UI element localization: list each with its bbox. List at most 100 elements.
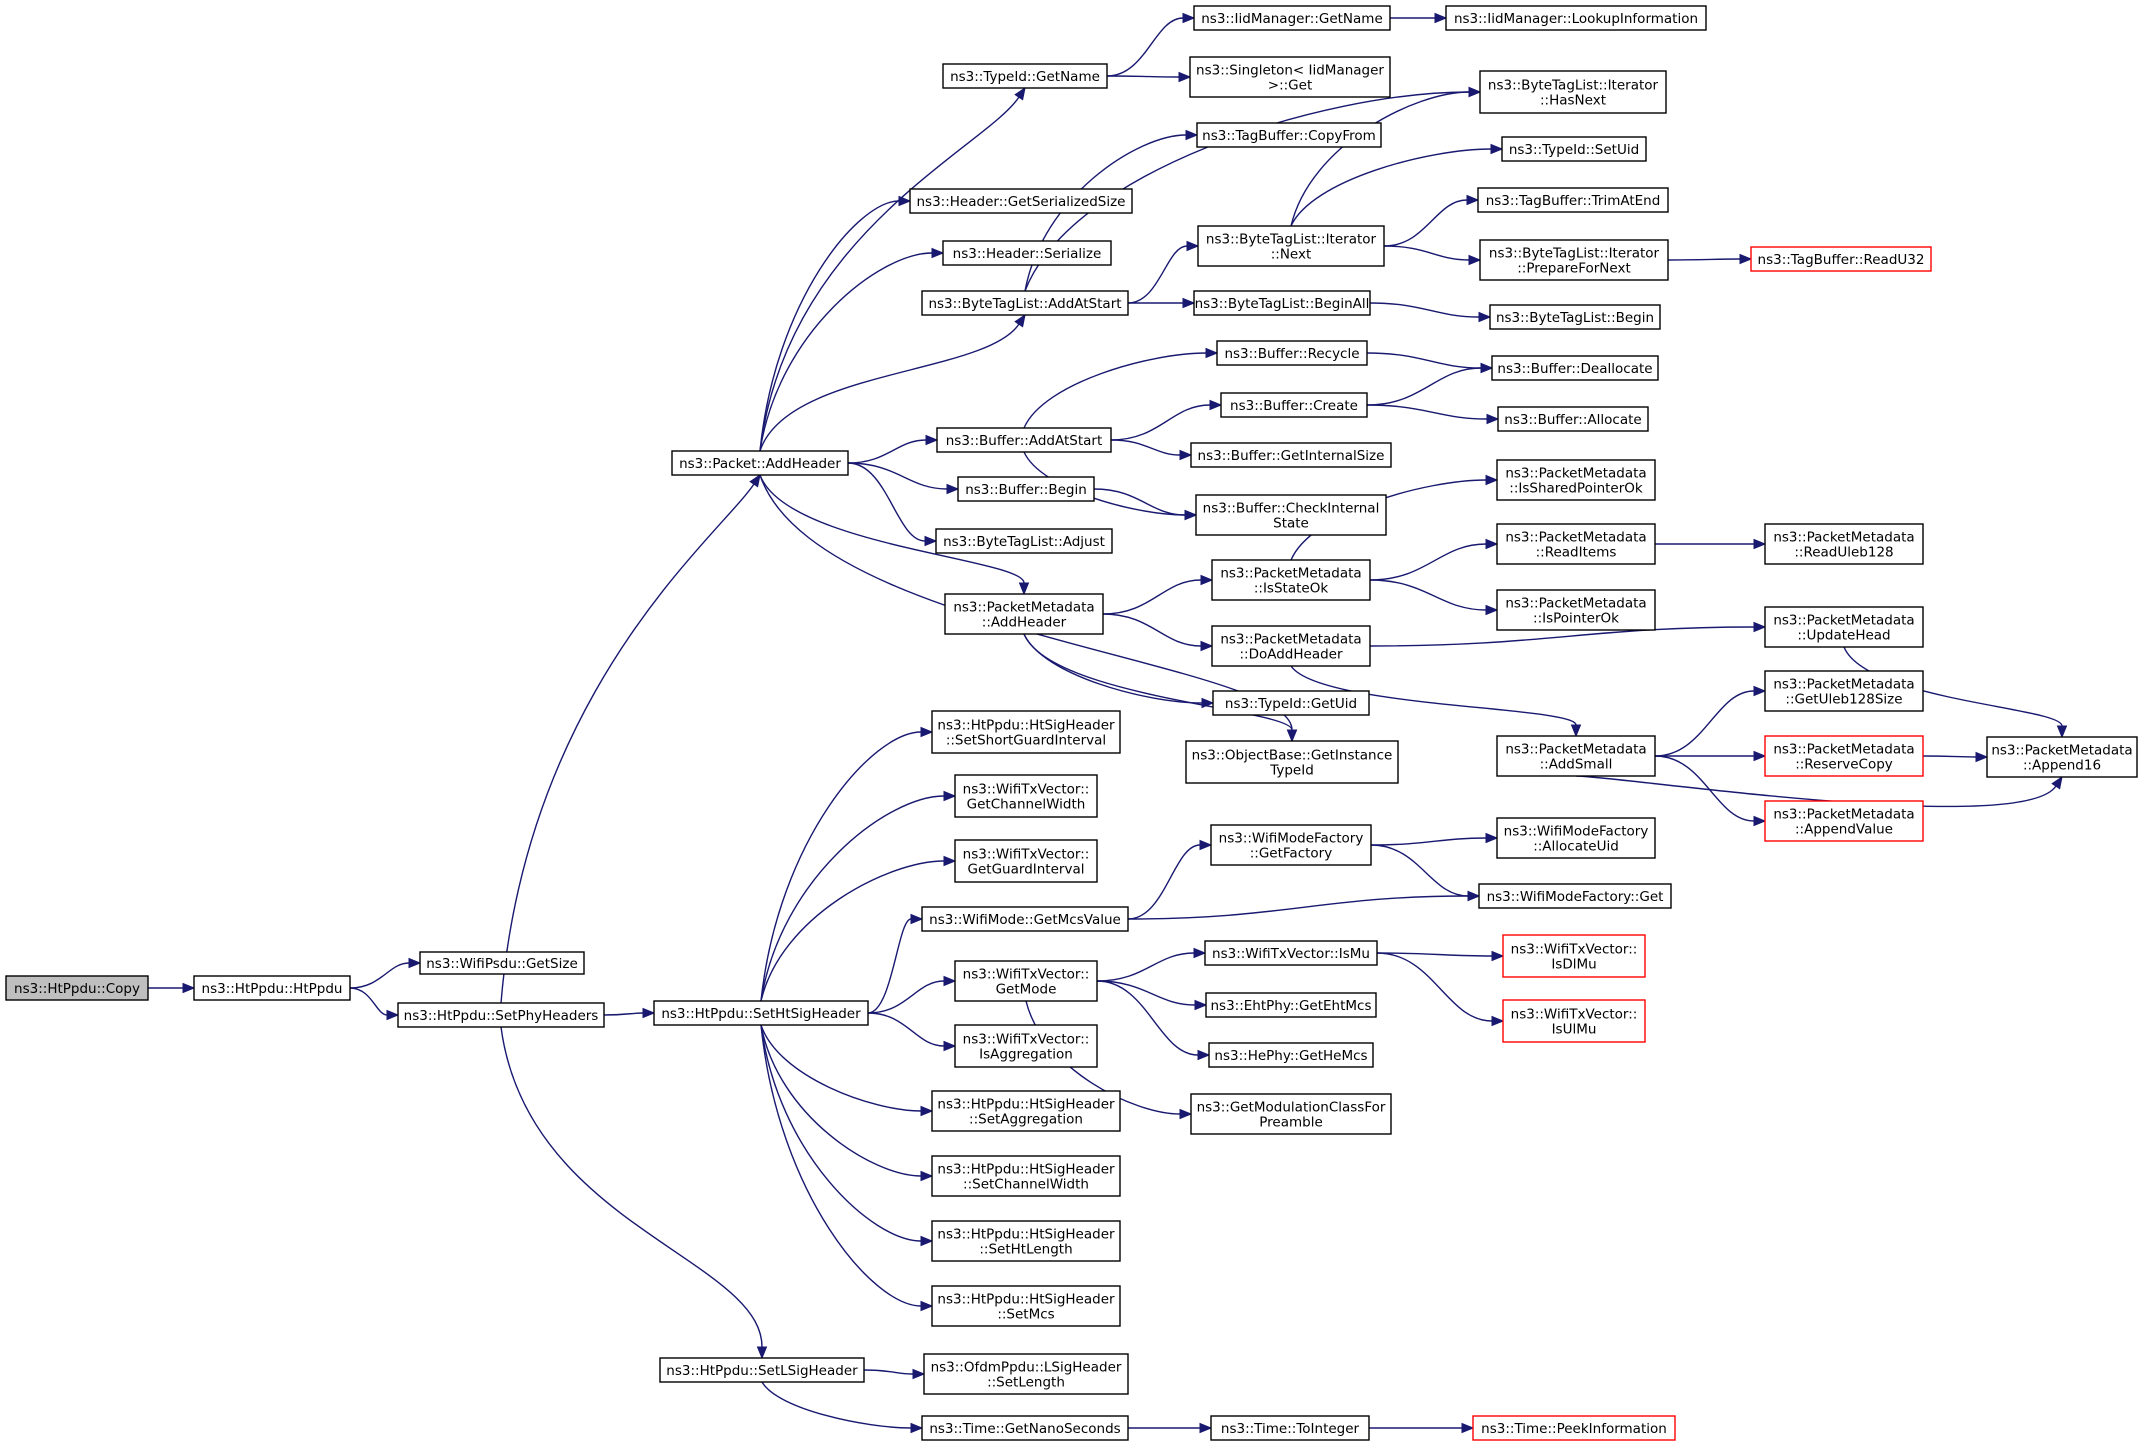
node-pm-isstateok[interactable]: ns3::PacketMetadata::IsStateOk <box>1211 559 1371 601</box>
node-ls-setlen[interactable]: ns3::OfdmPpdu::LSigHeader::SetLength <box>923 1353 1129 1395</box>
node-btl-begin[interactable]: ns3::ByteTagList::Begin <box>1489 304 1661 330</box>
node-label: ns3::PacketMetadata <box>1773 807 1914 823</box>
node-buf-addatstart[interactable]: ns3::Buffer::AddAtStart <box>936 427 1112 453</box>
node-typeid-getname[interactable]: ns3::TypeId::GetName <box>942 63 1108 89</box>
node-buf-getint[interactable]: ns3::Buffer::GetInternalSize <box>1190 442 1392 468</box>
node-tb-trimatend[interactable]: ns3::TagBuffer::TrimAtEnd <box>1477 187 1669 213</box>
node-iid-getname[interactable]: ns3::IidManager::GetName <box>1193 5 1391 31</box>
node-setlsig[interactable]: ns3::HtPpdu::SetLSigHeader <box>659 1357 865 1383</box>
node-label: ns3::Buffer::Begin <box>965 482 1087 498</box>
node-he-getmcs[interactable]: ns3::HePhy::GetHeMcs <box>1208 1042 1374 1068</box>
node-box <box>1496 589 1656 631</box>
node-hs-setagg[interactable]: ns3::HtPpdu::HtSigHeader::SetAggregation <box>931 1090 1121 1132</box>
node-label: ::HasNext <box>1540 93 1606 109</box>
node-hs-setmcs[interactable]: ns3::HtPpdu::HtSigHeader::SetMcs <box>931 1285 1121 1327</box>
node-box <box>653 1000 869 1026</box>
node-hdr-getser[interactable]: ns3::Header::GetSerializedSize <box>909 188 1133 214</box>
node-btl-adjust[interactable]: ns3::ByteTagList::Adjust <box>935 528 1113 554</box>
arrowhead <box>408 957 422 969</box>
node-pm-append16[interactable]: ns3::PacketMetadata::Append16 <box>1986 736 2138 778</box>
edge-line <box>759 200 900 452</box>
node-sethtsig[interactable]: ns3::HtPpdu::SetHtSigHeader <box>653 1000 869 1026</box>
node-htppdu[interactable]: ns3::HtPpdu::HtPpdu <box>193 975 351 1001</box>
node-pm-ispointer[interactable]: ns3::PacketMetadata::IsPointerOk <box>1496 589 1656 631</box>
node-buf-dealloc[interactable]: ns3::Buffer::Deallocate <box>1491 355 1659 381</box>
node-buf-alloc[interactable]: ns3::Buffer::Allocate <box>1497 406 1649 432</box>
node-tb-copyfrom[interactable]: ns3::TagBuffer::CopyFrom <box>1196 122 1382 148</box>
edge-line <box>1290 665 1577 726</box>
node-typeid-setuid[interactable]: ns3::TypeId::SetUid <box>1501 136 1647 162</box>
edge-copy-to-htppdu <box>148 982 196 994</box>
node-addheader[interactable]: ns3::Packet::AddHeader <box>671 450 849 476</box>
edge-btli_next-to-btli_prepare <box>1383 245 1482 266</box>
node-hs-setcw[interactable]: ns3::HtPpdu::HtSigHeader::SetChannelWidt… <box>931 1155 1121 1197</box>
node-getsize[interactable]: ns3::WifiPsdu::GetSize <box>419 951 585 975</box>
node-time-getns[interactable]: ns3::Time::GetNanoSeconds <box>921 1415 1129 1441</box>
node-singleton-get[interactable]: ns3::Singleton< IidManager>::Get <box>1189 56 1391 98</box>
node-label: ns3::HtPpdu::HtSigHeader <box>937 1292 1115 1308</box>
node-btl-addatstart[interactable]: ns3::ByteTagList::AddAtStart <box>921 290 1129 316</box>
arrowhead <box>1975 751 1989 763</box>
node-time-toint[interactable]: ns3::Time::ToInteger <box>1210 1415 1370 1441</box>
node-tv-getcw[interactable]: ns3::WifiTxVector::GetChannelWidth <box>954 774 1098 818</box>
node-box <box>931 1090 1121 1132</box>
node-box <box>1478 883 1672 909</box>
node-btli-hasnext[interactable]: ns3::ByteTagList::Iterator::HasNext <box>1479 70 1667 114</box>
edge-addheader-to-buf_addatstart <box>847 434 939 464</box>
arrowhead <box>910 1422 924 1434</box>
node-buf-create[interactable]: ns3::Buffer::Create <box>1220 392 1368 418</box>
node-pm-readuleb[interactable]: ns3::PacketMetadata::ReadUleb128 <box>1764 523 1924 565</box>
edge-line <box>349 962 410 989</box>
node-wm-getmcs[interactable]: ns3::WifiMode::GetMcsValue <box>921 906 1129 932</box>
node-iid-lookup[interactable]: ns3::IidManager::LookupInformation <box>1445 5 1707 31</box>
node-label: ns3::WifiTxVector:: <box>963 782 1090 798</box>
node-pm-readitems[interactable]: ns3::PacketMetadata::ReadItems <box>1496 523 1656 565</box>
node-label: ns3::WifiModeFactory <box>1504 824 1649 840</box>
node-btli-next[interactable]: ns3::ByteTagList::Iterator::Next <box>1197 225 1385 267</box>
node-hdr-ser[interactable]: ns3::Header::Serialize <box>942 240 1112 266</box>
node-wmf-alloc[interactable]: ns3::WifiModeFactory::AllocateUid <box>1496 817 1656 859</box>
node-btl-beginall[interactable]: ns3::ByteTagList::BeginAll <box>1193 290 1371 316</box>
node-setphy[interactable]: ns3::HtPpdu::SetPhyHeaders <box>397 1002 605 1028</box>
node-pm-reserve[interactable]: ns3::PacketMetadata::ReserveCopy <box>1764 735 1924 777</box>
edge-pm_addheader-to-pm_doadd <box>1102 613 1214 652</box>
node-buf-begin[interactable]: ns3::Buffer::Begin <box>957 476 1095 502</box>
node-time-peek[interactable]: ns3::Time::PeekInformation <box>1472 1415 1676 1441</box>
node-tv-getgi[interactable]: ns3::WifiTxVector::GetGuardInterval <box>954 839 1098 883</box>
node-hs-setsgi[interactable]: ns3::HtPpdu::HtSigHeader::SetShortGuardI… <box>931 710 1121 754</box>
edge-htppdu-to-getsize <box>349 957 422 989</box>
edge-line <box>1106 17 1184 77</box>
node-wmf-get[interactable]: ns3::WifiModeFactory::Get <box>1478 883 1672 909</box>
node-buf-recycle[interactable]: ns3::Buffer::Recycle <box>1216 340 1368 366</box>
node-pm-updatehead[interactable]: ns3::PacketMetadata::UpdateHead <box>1764 606 1924 648</box>
node-tv-isulmu[interactable]: ns3::WifiTxVector::IsUlMu <box>1502 999 1646 1043</box>
node-typeid-getuid[interactable]: ns3::TypeId::GetUid <box>1212 690 1370 716</box>
node-pm-getuleb[interactable]: ns3::PacketMetadata::GetUleb128Size <box>1764 670 1924 712</box>
edge-line <box>1369 543 1487 581</box>
node-tv-isagg[interactable]: ns3::WifiTxVector::IsAggregation <box>954 1024 1098 1068</box>
node-box <box>931 1155 1121 1197</box>
node-wmf-getfactory[interactable]: ns3::WifiModeFactory::GetFactory <box>1210 824 1372 866</box>
node-pm-addheader[interactable]: ns3::PacketMetadata::AddHeader <box>944 593 1104 635</box>
node-tv-ismu[interactable]: ns3::WifiTxVector::IsMu <box>1204 940 1378 966</box>
node-label: ::AddHeader <box>982 615 1067 631</box>
edge-line <box>847 439 927 464</box>
edge-line <box>1096 952 1195 982</box>
node-btli-prepare[interactable]: ns3::ByteTagList::Iterator::PrepareForNe… <box>1479 239 1669 281</box>
node-tv-getmode[interactable]: ns3::WifiTxVector::GetMode <box>954 960 1098 1002</box>
node-tv-isdlmu[interactable]: ns3::WifiTxVector::IsDlMu <box>1502 934 1646 978</box>
node-eht-getmcs[interactable]: ns3::EhtPhy::GetEhtMcs <box>1205 992 1377 1018</box>
node-label: GetMode <box>996 982 1057 998</box>
node-pm-isshared[interactable]: ns3::PacketMetadata::IsSharedPointerOk <box>1496 459 1656 501</box>
node-pm-appendval[interactable]: ns3::PacketMetadata::AppendValue <box>1764 800 1924 842</box>
node-pm-doadd[interactable]: ns3::PacketMetadata::DoAddHeader <box>1211 625 1371 667</box>
node-label: ns3::HtPpdu::SetPhyHeaders <box>404 1008 599 1024</box>
node-label: ::UpdateHead <box>1797 628 1890 644</box>
node-hs-sethtlen[interactable]: ns3::HtPpdu::HtSigHeader::SetHtLength <box>931 1220 1121 1262</box>
node-tb-readu32[interactable]: ns3::TagBuffer::ReadU32 <box>1750 246 1932 272</box>
node-label: GetGuardInterval <box>968 862 1085 878</box>
node-pm-addsmall[interactable]: ns3::PacketMetadata::AddSmall <box>1496 735 1656 777</box>
